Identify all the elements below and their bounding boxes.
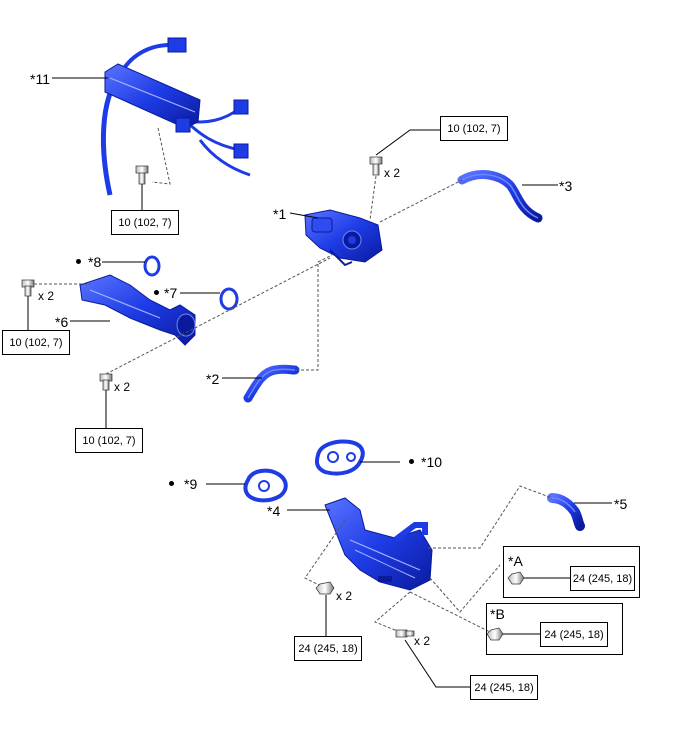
label-part-4: *4 <box>267 503 281 519</box>
torque-box-b: 24 (245, 18) <box>540 622 608 647</box>
bolt-pipe-lower <box>99 373 113 391</box>
callout-label-b: *B <box>490 606 505 622</box>
egr-valve-part-1 <box>304 209 383 267</box>
callout-frame-b <box>486 603 623 655</box>
label-part-9: *9 <box>184 476 198 492</box>
qty-valve-bolts: x 2 <box>384 166 401 180</box>
hose-part-2 <box>243 364 300 403</box>
torque-box-valve: 10 (102, 7) <box>440 116 508 141</box>
label-part-3: *3 <box>559 178 573 194</box>
bullet-part-9 <box>169 481 174 486</box>
qty-cooler-lower-bolts: x 2 <box>414 634 431 648</box>
gasket-part-9 <box>243 468 288 503</box>
label-part-7: *7 <box>164 285 178 301</box>
bullet-part-8 <box>76 259 81 264</box>
torque-box-cooler-lower: 24 (245, 18) <box>470 675 538 700</box>
label-part-11: *11 <box>30 71 50 87</box>
torque-box-cooler-nuts: 24 (245, 18) <box>294 636 362 661</box>
label-part-1: *1 <box>273 206 287 222</box>
gasket-part-8 <box>143 255 161 277</box>
label-part-2: *2 <box>206 371 220 387</box>
callout-label-a: *A <box>508 553 523 569</box>
pipe-part-6 <box>79 274 196 346</box>
qty-pipe-lower-bolts: x 2 <box>114 380 131 394</box>
hose-part-5 <box>547 493 585 531</box>
nut-a <box>507 571 525 585</box>
bolt-valve <box>369 156 383 176</box>
callout-frame-a <box>503 546 640 598</box>
hose-part-3 <box>457 170 543 223</box>
bolt-cooler-lower <box>395 629 415 638</box>
wire-harness-part-11 <box>100 37 251 196</box>
qty-cooler-nuts: x 2 <box>336 589 353 603</box>
nut-cooler-left <box>315 581 335 595</box>
label-part-6: *6 <box>55 314 69 330</box>
bullet-part-10 <box>409 459 414 464</box>
bullet-part-7 <box>154 290 159 295</box>
bolt-pipe-left <box>21 279 35 297</box>
nut-b <box>486 627 504 641</box>
egr-cooler-part-4 <box>324 497 433 591</box>
torque-box-pipe-left: 10 (102, 7) <box>2 330 70 355</box>
bolt-harness <box>135 165 149 185</box>
gasket-part-7 <box>219 287 239 311</box>
gasket-part-10 <box>314 439 365 476</box>
label-part-10: *10 <box>421 454 443 470</box>
qty-pipe-left-bolts: x 2 <box>38 289 55 303</box>
label-part-8: *8 <box>88 254 102 270</box>
label-part-5: *5 <box>614 496 628 512</box>
torque-box-pipe-lower: 10 (102, 7) <box>75 428 143 453</box>
torque-box-harness: 10 (102, 7) <box>111 210 179 235</box>
torque-box-a: 24 (245, 18) <box>570 566 635 591</box>
